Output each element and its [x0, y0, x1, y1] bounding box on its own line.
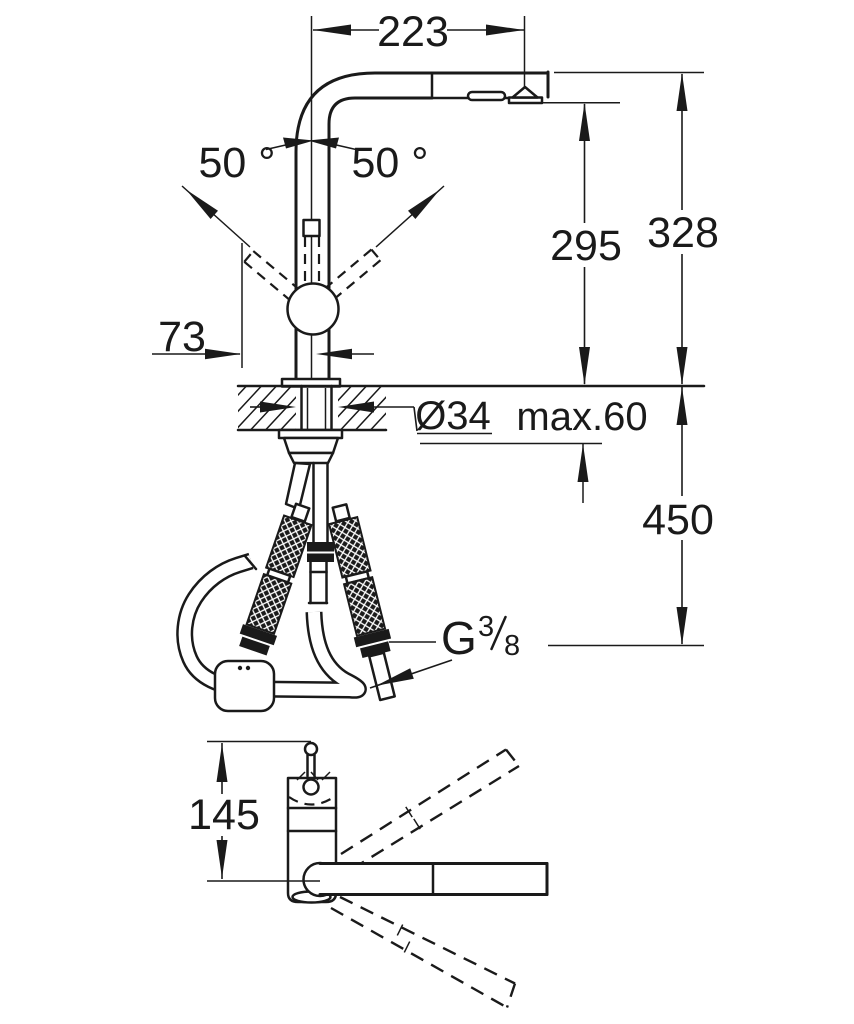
- plan-lever: [303, 741, 319, 778]
- dim-50deg-left-label: 50 °: [199, 139, 276, 187]
- mounting-nut: [282, 436, 340, 455]
- lever-position-left: [243, 250, 301, 302]
- dimension-below-deck: 450: [548, 387, 714, 647]
- lever-vertical: [302, 218, 321, 289]
- dim-dia34-label: Ø34: [415, 394, 491, 438]
- dimension-outlet-height: 295: [550, 103, 622, 385]
- hose-weight: [213, 659, 276, 713]
- lever-position-right: [324, 248, 382, 301]
- dimension-total-height: 328: [647, 73, 719, 385]
- faucet-outline: [294, 70, 550, 381]
- swivel-position-upper: [340, 748, 520, 871]
- dim-328-label: 328: [647, 209, 719, 257]
- thread-denominator-label: 8: [504, 630, 520, 662]
- mounting-hardware: [277, 428, 344, 511]
- dimension-hole-diameter: Ø34: [250, 394, 492, 438]
- outlet-marker: [511, 85, 539, 99]
- supply-hose-left: [239, 502, 313, 656]
- thread-numerator-label: 3: [478, 611, 494, 643]
- dimension-spout-reach: 223: [313, 8, 524, 56]
- dimension-plan-height: 145: [188, 740, 311, 879]
- dim-max60-label: max.60: [516, 395, 647, 439]
- dim-295-label: 295: [550, 222, 622, 270]
- hose-tail: [368, 651, 396, 702]
- lever-tip: [303, 741, 319, 757]
- deck-hatching: [238, 387, 386, 430]
- dimension-thread: G 3 8: [369, 611, 520, 689]
- dimension-lever-offset: 73: [152, 243, 374, 368]
- hose-end-cap: [243, 554, 258, 571]
- hose-guide: [284, 461, 312, 511]
- dimension-max-deck: max.60: [420, 395, 648, 503]
- plan-pin: [302, 778, 320, 796]
- thread-g-label: G: [441, 612, 477, 664]
- hose-nut-left: [239, 624, 278, 646]
- dim-50deg-right-label: 50 °: [352, 139, 429, 187]
- mounting-shank: [300, 384, 333, 432]
- supply-hose-right: [327, 503, 396, 702]
- hose-nut-right: [353, 628, 392, 648]
- dimension-swing-angles: 50 ° 50 °: [181, 137, 445, 248]
- ball-joint: [286, 282, 340, 336]
- front-view: 223: [152, 8, 719, 713]
- fraction-slash: [490, 615, 507, 651]
- grip-slot: [466, 90, 507, 102]
- pullout-hose-upper: [307, 461, 334, 605]
- spout-arm: [318, 862, 549, 896]
- dim-223-label: 223: [377, 8, 449, 56]
- dim-145-label: 145: [188, 791, 260, 839]
- swivel-position-lower: [330, 895, 517, 1009]
- dim-450-label: 450: [642, 496, 714, 544]
- lever-tip-cap: [302, 218, 321, 238]
- plan-view: 145: [188, 740, 549, 1009]
- dim-73-label: 73: [158, 313, 206, 361]
- hidden-dome: [288, 796, 335, 806]
